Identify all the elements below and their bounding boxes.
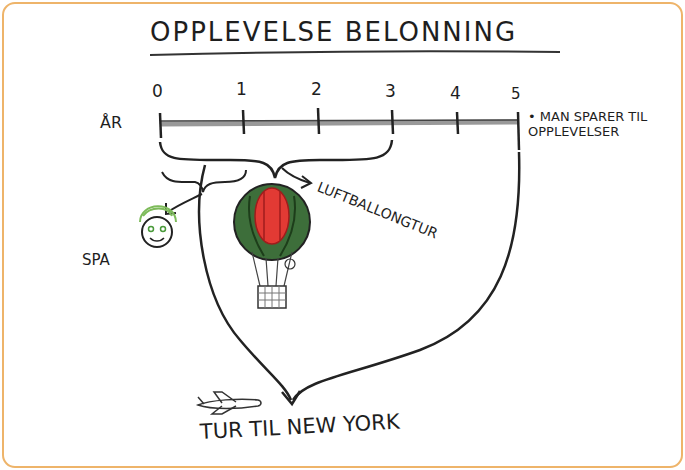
diagram-title: OPPLEVELSE BELONNING [150, 18, 517, 48]
year-number: 4 [450, 84, 461, 104]
year-number: 2 [311, 80, 322, 100]
axis-label: ÅR [100, 114, 122, 132]
spa-label: SPA [82, 252, 110, 269]
year-number: 5 [511, 86, 521, 103]
year-number: 0 [152, 82, 163, 102]
year-number: 1 [236, 80, 247, 100]
year-number: 3 [385, 82, 396, 102]
note-text: • MAN SPARER TIL OPPLEVELSER [528, 110, 668, 140]
